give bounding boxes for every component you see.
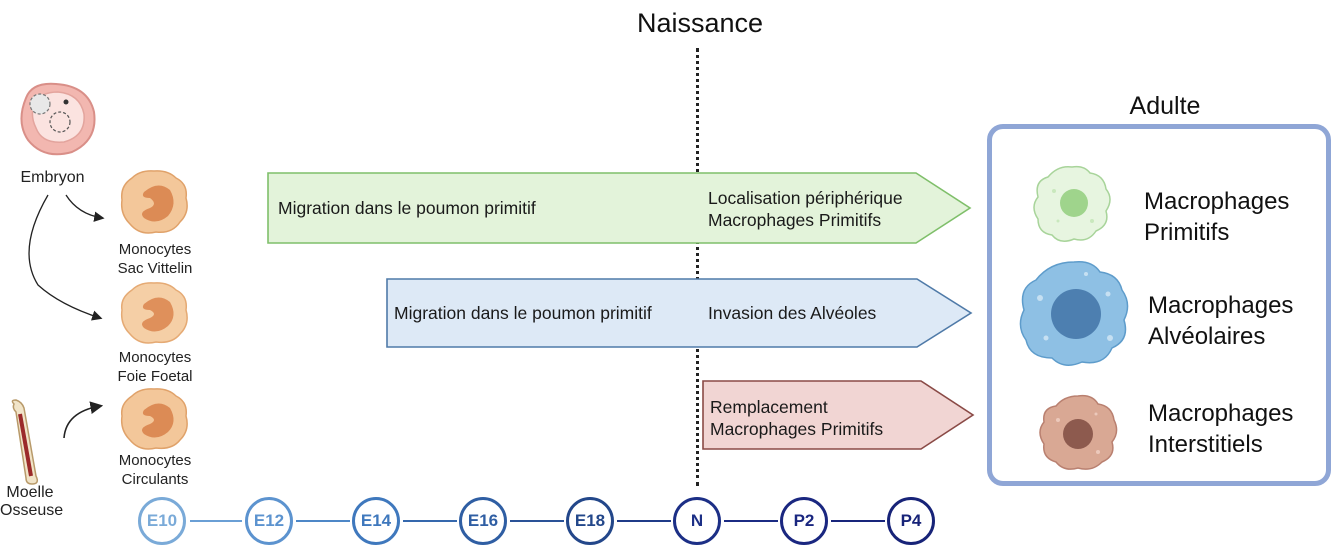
monocyte-line1: Monocytes [118, 349, 192, 366]
timeline-node-e18: E18 [566, 497, 614, 545]
timeline-node-e10: E10 [138, 497, 186, 545]
source-arrows [28, 194, 105, 439]
monocyte-line2: Foie Foetal [117, 368, 193, 385]
arrow1-right-line1: Localisation périphérique [708, 188, 903, 208]
monocyte-circulating-label: Monocytes Circulants [100, 451, 210, 489]
bone-marrow-label: Moelle Osseuse [0, 484, 64, 519]
timeline-node-e12: E12 [245, 497, 293, 545]
primitive-macrophage-icon [1033, 165, 1111, 242]
timeline-node-e14: E14 [352, 497, 400, 545]
arrow-primitive-migration [267, 172, 972, 244]
arrow-replacement [702, 380, 975, 450]
monocyte-line2: Circulants [121, 471, 189, 488]
adult-box [987, 124, 1331, 486]
monocyte-yolk-sac-icon [120, 170, 188, 234]
primitive-macrophage-label: Macrophages Primitifs [1144, 186, 1289, 248]
arrow1-right-text: Localisation périphérique Macrophages Pr… [708, 187, 903, 231]
arrow-alveolar-invasion [386, 278, 973, 348]
arrow1-left-text: Migration dans le poumon primitif [278, 198, 536, 218]
adult-title: Adulte [1129, 92, 1201, 120]
timeline-node-p2: P2 [780, 497, 828, 545]
macrophage-line2: Interstitiels [1148, 431, 1263, 458]
macrophage-line1: Macrophages [1148, 400, 1294, 427]
monocyte-line1: Monocytes [118, 452, 192, 469]
monocyte-circulating-icon [120, 388, 188, 450]
arrow2-left-text: Migration dans le poumon primitif [394, 303, 652, 323]
timeline-node-e16: E16 [459, 497, 507, 545]
timeline-node-n: N [673, 497, 721, 545]
alveolar-macrophage-icon [1019, 260, 1129, 366]
timeline-node-p4: P4 [887, 497, 935, 545]
arrow3-text: Remplacement Macrophages Primitifs [710, 396, 883, 440]
embryo-icon [20, 82, 96, 156]
monocyte-yolk-sac-label: Monocytes Sac Vittelin [100, 240, 210, 278]
macrophage-line1: Macrophages [1144, 188, 1290, 215]
arrow1-right-line2: Macrophages Primitifs [708, 210, 882, 230]
birth-label: Naissance [636, 8, 764, 38]
macrophage-line2: Alvéolaires [1148, 323, 1266, 350]
bone-icon [11, 399, 39, 485]
monocyte-line1: Monocytes [118, 241, 192, 258]
embryo-label: Embryon [20, 169, 85, 186]
arrow3-line2: Macrophages Primitifs [710, 419, 884, 439]
alveolar-macrophage-label: Macrophages Alvéolaires [1148, 290, 1293, 352]
arrow3-line1: Remplacement [710, 397, 828, 417]
monocyte-fetal-liver-label: Monocytes Foie Foetal [100, 348, 210, 386]
arrow2-right-text: Invasion des Alvéoles [708, 303, 877, 323]
birth-dashed-line [696, 48, 699, 486]
macrophage-line1: Macrophages [1148, 292, 1294, 319]
monocyte-fetal-liver-icon [120, 282, 188, 344]
macrophage-line2: Primitifs [1144, 219, 1230, 246]
interstitial-macrophage-label: Macrophages Interstitiels [1148, 398, 1293, 460]
interstitial-macrophage-icon [1039, 394, 1118, 470]
monocyte-line2: Sac Vittelin [117, 260, 193, 277]
